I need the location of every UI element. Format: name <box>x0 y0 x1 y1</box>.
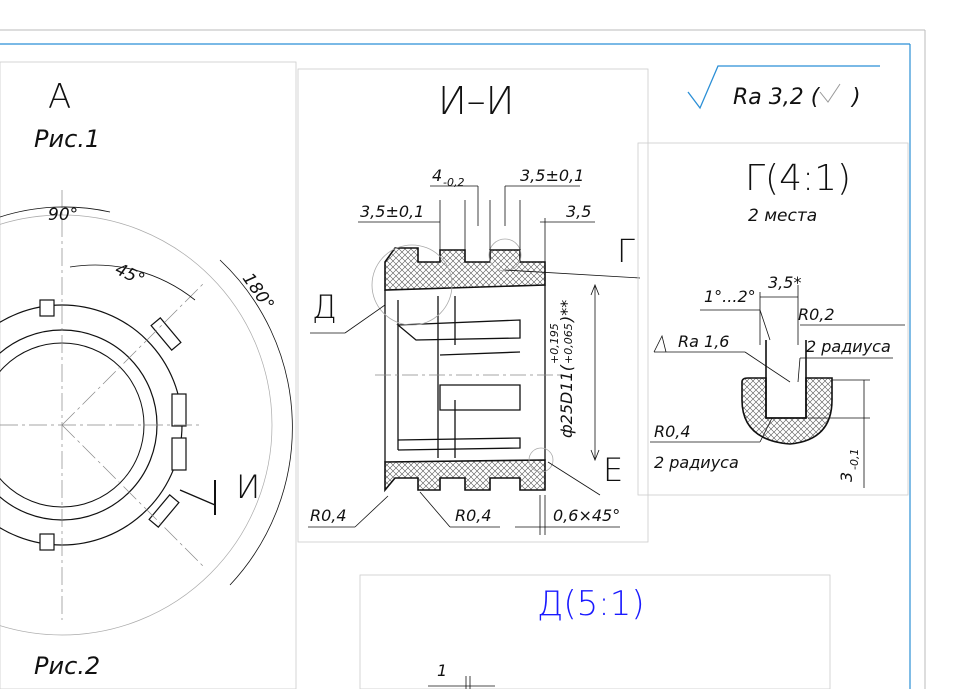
detail-g-dim35: 3,5* <box>768 273 801 292</box>
dim-4: 4 <box>432 166 442 185</box>
detail-g-depth: 3 <box>837 472 856 482</box>
r04-mid: R0,4 <box>455 506 492 525</box>
roughness-label: Ra 3,2 ( <box>733 85 821 110</box>
roughness-tail: ) <box>850 85 861 110</box>
r04-left: R0,4 <box>310 506 347 525</box>
surface-roughness: Ra 3,2 ( ) <box>687 65 880 110</box>
diameter-upper: +0,195 <box>548 323 561 364</box>
angle-90: 90° <box>48 205 78 225</box>
detail-g-ra: Ra 1,6 <box>678 332 729 351</box>
detail-d: Д(5:1) 1 <box>359 574 831 689</box>
detail-d-title: Д(5:1) <box>537 584 645 624</box>
dim-35-left: 3,5±0,1 <box>360 202 424 221</box>
angle-45: 45° <box>112 259 148 290</box>
detail-g-depth-tol: -0,1 <box>848 449 861 470</box>
detail-g-r02: R0,2 <box>798 305 835 324</box>
detail-g-subtitle: 2 места <box>748 206 817 226</box>
angle-180: 180° <box>238 269 278 314</box>
detail-d-dim1: 1 <box>437 661 447 680</box>
mark-d: Д <box>312 288 337 326</box>
diameter-lower: +0,065 <box>562 323 575 364</box>
view-a: А Рис.1 Рис.2 90° 45° 180° <box>0 61 297 689</box>
mark-e: Е <box>603 451 623 489</box>
section-mark-i: И <box>236 468 260 506</box>
dim-35-tol: 3,5±0,1 <box>520 166 584 185</box>
section-view: И–И <box>297 68 649 543</box>
fig2-label: Рис.2 <box>34 652 100 680</box>
dim-35: 3,5 <box>566 202 591 221</box>
mark-g: Г <box>617 232 635 270</box>
view-a-title: А <box>48 77 71 117</box>
dim-4-tol: -0,2 <box>443 176 464 189</box>
fig1-label: Рис.1 <box>34 125 100 153</box>
detail-g-angle: 1°...2° <box>704 287 756 306</box>
detail-g: Г(4:1) 2 места 1°...2° 3,5* R0,2 2 радиу… <box>637 142 909 496</box>
detail-g-radii2: 2 радиуса <box>654 453 739 472</box>
sheet-frame <box>0 29 926 689</box>
detail-g-radii: 2 радиуса <box>806 337 891 356</box>
diameter-tail: )** <box>557 300 576 323</box>
chamfer: 0,6×45° <box>553 506 620 525</box>
detail-g-title: Г(4:1) <box>745 158 851 199</box>
diameter-main: ф25D11( <box>557 364 576 438</box>
detail-g-r04: R0,4 <box>654 422 691 441</box>
section-title: И–И <box>438 79 514 123</box>
